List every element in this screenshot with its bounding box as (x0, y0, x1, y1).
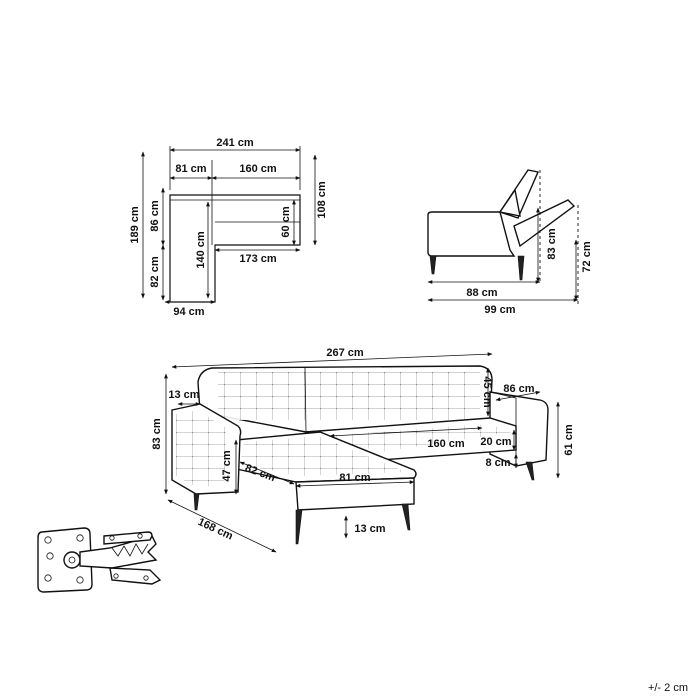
mechanism-rivet-2 (137, 533, 143, 539)
mechanism-hole-4 (44, 574, 52, 582)
mechanism-teeth (111, 543, 149, 557)
label-86: 86 cm (149, 200, 161, 231)
backrest-tufting (218, 372, 480, 420)
dim-line-86-main (495, 390, 541, 402)
label-83-side: 83 cm (546, 228, 558, 259)
label-82: 82 cm (149, 256, 161, 287)
label-99: 99 cm (484, 304, 515, 316)
label-60: 60 cm (280, 206, 292, 237)
mechanism-hole-2 (76, 534, 84, 542)
side-back-cushion (498, 188, 521, 217)
label-86-main: 86 cm (503, 383, 534, 395)
mechanism-detail (37, 527, 162, 593)
label-189: 189 cm (129, 206, 141, 244)
label-8: 8 cm (485, 457, 510, 469)
leg-right (525, 461, 535, 481)
label-88: 88 cm (466, 287, 497, 299)
label-81-main: 81 cm (339, 472, 370, 484)
left-armrest-tufting (176, 410, 226, 488)
leg-chaise-front (295, 509, 303, 545)
mechanism-arm-bottom (109, 567, 162, 585)
label-45: 45 cm (481, 376, 493, 407)
mechanism-hole-3 (46, 552, 54, 560)
dim-line-81-main (295, 480, 415, 488)
label-61: 61 cm (563, 424, 575, 455)
mechanism-arm-top (79, 535, 158, 569)
label-241: 241 cm (216, 137, 254, 149)
main-view: 267 cm 13 cm 45 cm 86 cm 83 cm 160 cm 20… (151, 347, 575, 553)
label-47: 47 cm (221, 450, 233, 481)
mechanism-hole-5 (76, 576, 84, 584)
leg-chaise-right (401, 503, 411, 531)
label-267: 267 cm (326, 347, 364, 359)
side-footrest (513, 199, 576, 248)
label-173: 173 cm (239, 253, 277, 265)
label-81-top: 81 cm (175, 163, 206, 175)
mechanism-pivot (63, 551, 81, 569)
dim-line-267 (171, 352, 493, 369)
mechanism-rivet-1 (109, 535, 115, 541)
mechanism-hole-1 (44, 536, 52, 544)
label-160-main: 160 cm (427, 438, 465, 450)
mechanism-rivet-4 (143, 575, 149, 581)
leg-left-front (193, 493, 200, 511)
side-view: 83 cm 72 cm 88 cm 99 cm (427, 169, 593, 316)
label-20: 20 cm (480, 436, 511, 448)
dim-line-160-main (329, 426, 483, 438)
label-160-top: 160 cm (239, 163, 277, 175)
mechanism-arm-right (103, 531, 153, 545)
top-view: 241 cm 81 cm 160 cm 189 cm 86 cm 82 cm 1… (129, 137, 328, 318)
mechanism-pivot-inner (68, 556, 76, 564)
label-168: 168 cm (196, 516, 235, 543)
label-94: 94 cm (173, 306, 204, 318)
label-140: 140 cm (195, 231, 207, 269)
label-83-main: 83 cm (151, 418, 163, 449)
dim-line-168 (167, 499, 277, 553)
tolerance-note: +/- 2 cm (647, 682, 688, 694)
label-13-leg: 13 cm (354, 523, 385, 535)
label-72-side: 72 cm (581, 241, 593, 272)
backrest-seam (304, 367, 307, 433)
label-108: 108 cm (316, 181, 328, 219)
label-13-arm: 13 cm (168, 389, 199, 401)
side-leg-left (429, 255, 437, 275)
side-leg-right (517, 255, 525, 281)
dim-line-82-main (239, 461, 295, 485)
mechanism-rivet-3 (113, 573, 119, 579)
side-sofa-body (427, 211, 516, 257)
